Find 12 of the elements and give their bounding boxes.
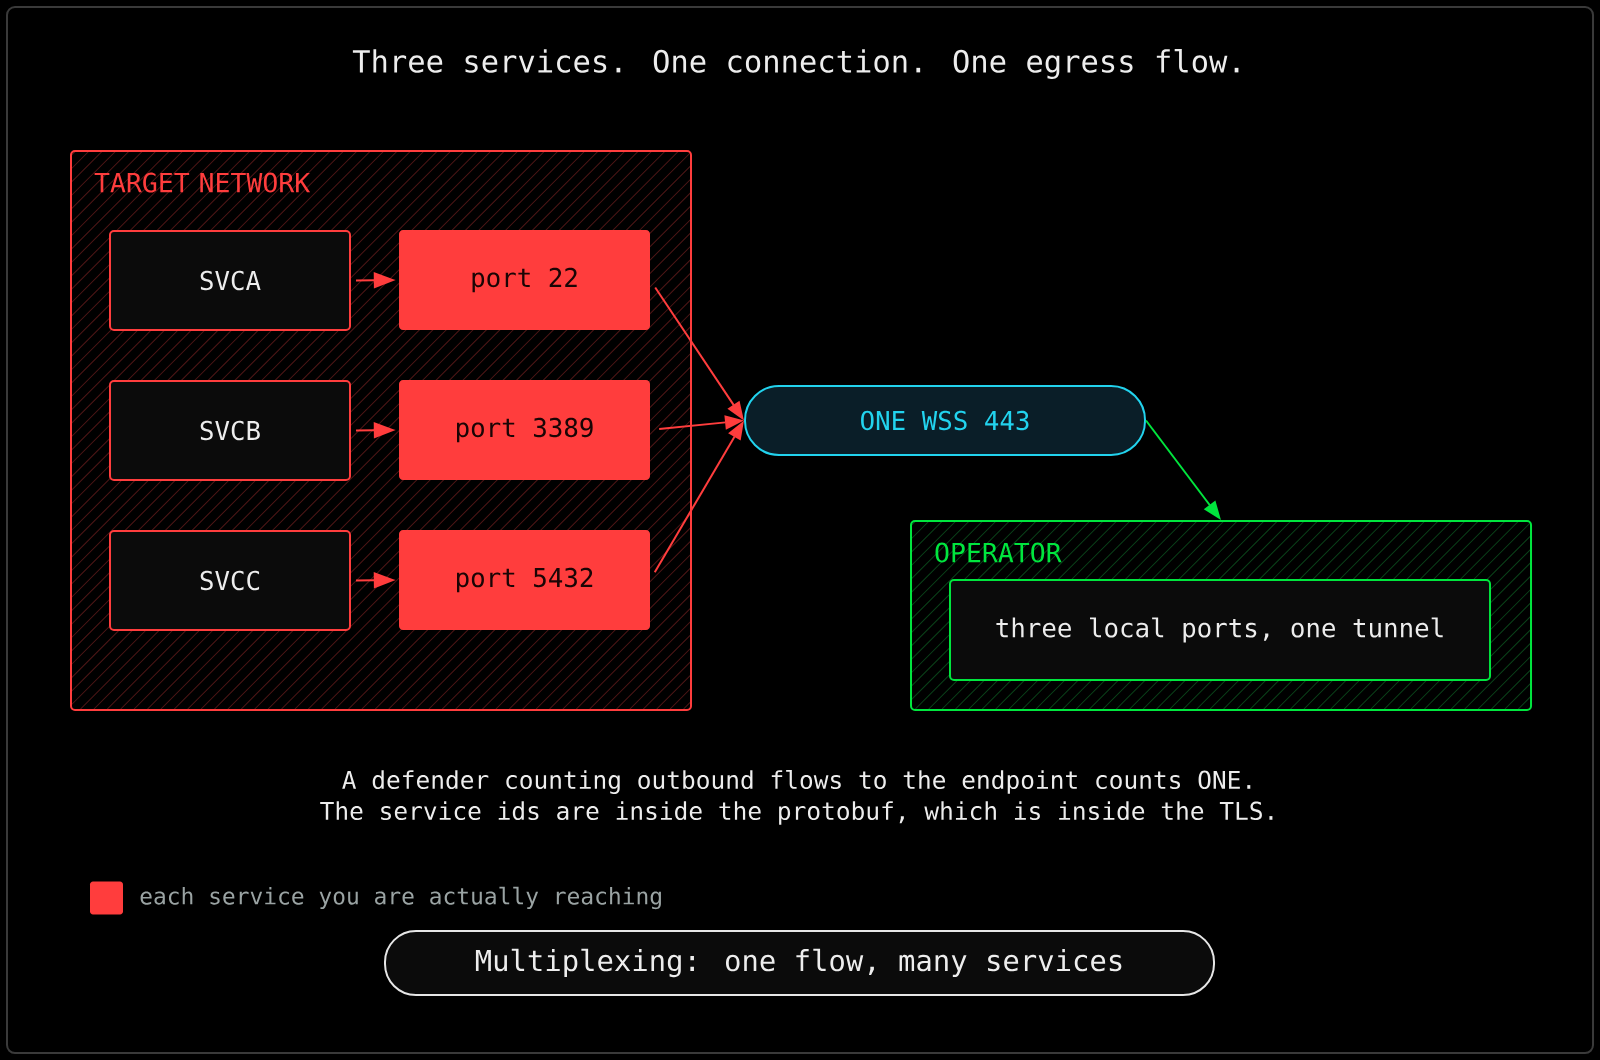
- note-text: The service ids are inside the protobuf, which is inside the TLS.: [320, 801, 1273, 825]
- title: Three services. One connection. One egress flow.: [352, 49, 1239, 79]
- service-box: SVCA: [109, 230, 351, 331]
- legend-text: each service you are actually reaching: [140, 886, 661, 910]
- service-box: SVCC: [109, 530, 351, 631]
- note-box: three local ports, one tunnel: [949, 579, 1491, 681]
- service-box: SVCB: [109, 380, 351, 481]
- summary-pill: Multiplexing: one flow, many services: [384, 930, 1215, 996]
- port-box: port 3389: [399, 380, 650, 480]
- port-box: port 22: [399, 230, 650, 330]
- note-text: A defender counting outbound flows to the endpoint counts ONE.: [342, 770, 1251, 794]
- port-box: port 5432: [399, 530, 650, 630]
